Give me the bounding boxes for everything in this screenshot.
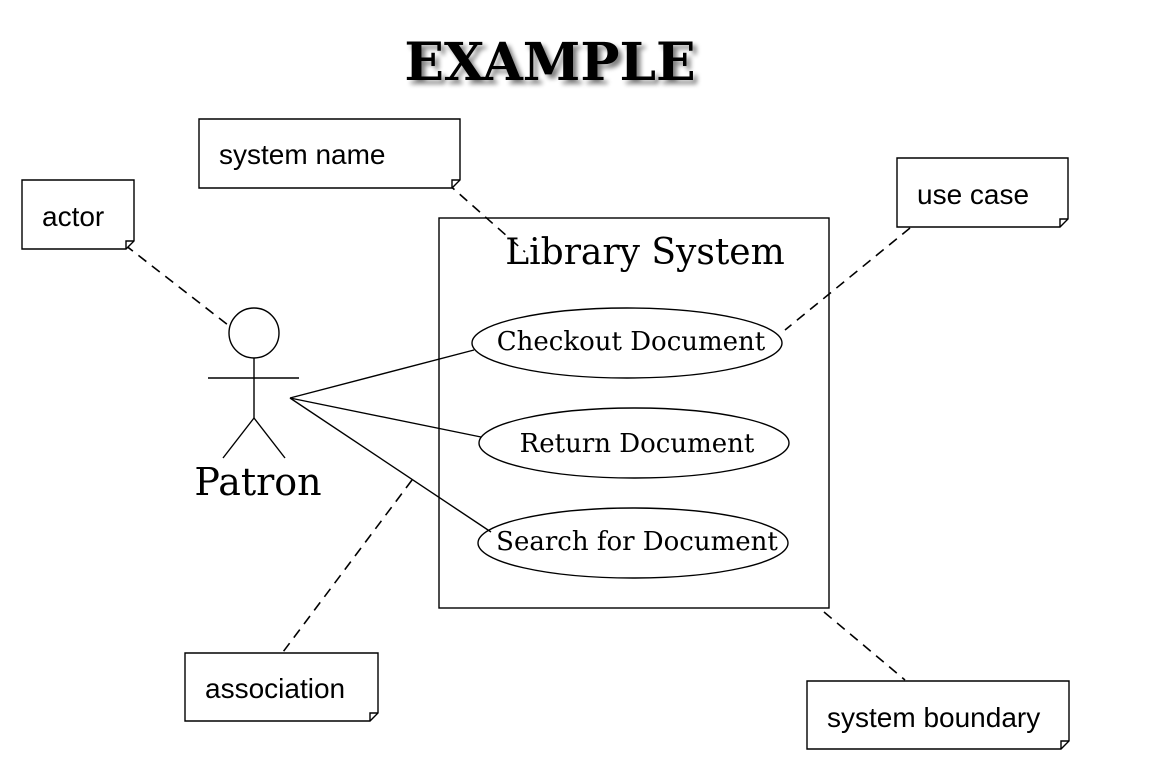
actor-head (228, 307, 280, 359)
system-name: Library System (505, 232, 785, 273)
association-return (289, 397, 482, 438)
use-case-label: Checkout Document (497, 327, 766, 357)
note-system-name: system name (198, 118, 461, 189)
note-label: association (205, 673, 345, 704)
use-case-search: Search for Document (477, 507, 789, 579)
callout-line-system-boundary (823, 611, 906, 681)
use-case-return: Return Document (478, 407, 790, 479)
callout-line-association (282, 479, 413, 653)
use-case-checkout: Checkout Document (471, 307, 783, 379)
note-system-boundary: system boundary (806, 680, 1070, 750)
page-title: EXAMPLE (404, 32, 695, 93)
note-label: actor (42, 201, 104, 232)
use-case-label: Return Document (520, 429, 755, 459)
note-actor: actor (21, 179, 135, 250)
note-use-case: use case (896, 157, 1069, 228)
association-checkout (289, 349, 475, 399)
note-label: system boundary (827, 702, 1040, 733)
use-case-label: Search for Document (496, 527, 778, 557)
association-search (289, 397, 492, 533)
callout-line-system-name (446, 182, 526, 253)
callout-line-actor (124, 244, 229, 326)
actor-figure (208, 307, 299, 459)
note-label: system name (219, 139, 386, 170)
note-label: use case (917, 179, 1029, 210)
actor-name: Patron (194, 460, 321, 504)
callout-line-use-case (784, 227, 911, 331)
note-association: association (184, 652, 379, 722)
